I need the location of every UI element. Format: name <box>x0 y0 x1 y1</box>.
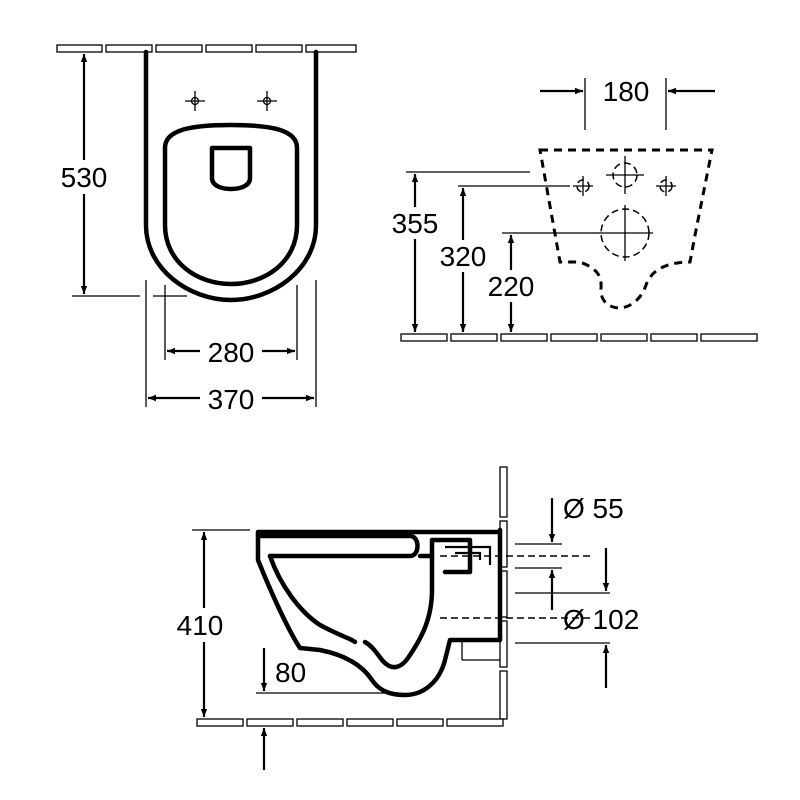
bowl-outer-outline <box>143 49 319 303</box>
side-floor-line <box>196 718 504 727</box>
wall-fixing-view: 180 355 320 220 <box>389 76 758 342</box>
bowl-back-dashed-outline <box>538 148 714 310</box>
height-355-label: 355 <box>392 208 439 239</box>
top-wall-line <box>56 44 357 53</box>
flush-connector <box>429 537 473 575</box>
outlet-diameter-label: Ø 102 <box>563 604 639 635</box>
inlet-diameter-label: Ø 55 <box>563 493 624 524</box>
bowl-side-outline <box>255 527 503 698</box>
top-view: 530 280 370 <box>55 44 357 415</box>
depth-label: 530 <box>61 162 108 193</box>
bowl-trap-outline <box>362 553 435 670</box>
total-height-label: 410 <box>177 610 224 641</box>
fixing-floor-line <box>400 333 758 342</box>
side-view: 410 80 Ø 55 Ø 102 <box>172 466 639 770</box>
height-220-label: 220 <box>488 271 535 302</box>
fixing-spacing-label: 180 <box>603 76 650 107</box>
outer-width-label: 370 <box>208 384 255 415</box>
side-wall-line <box>499 466 508 720</box>
fixing-point-left <box>573 176 593 196</box>
height-320-label: 320 <box>440 241 487 272</box>
seat-side-outline <box>255 533 420 559</box>
bowl-inner-opening <box>162 122 300 287</box>
inner-width-label: 280 <box>208 337 255 368</box>
bowl-inner-surface <box>267 553 358 645</box>
fixing-mark-right <box>257 91 277 111</box>
water-inlet-marker <box>606 156 644 194</box>
fixing-mark-left <box>185 91 205 111</box>
flush-opening <box>209 145 253 192</box>
waste-outlet-marker <box>597 205 653 261</box>
rim-offset-label: 80 <box>275 657 306 688</box>
fixing-point-right <box>656 176 676 196</box>
